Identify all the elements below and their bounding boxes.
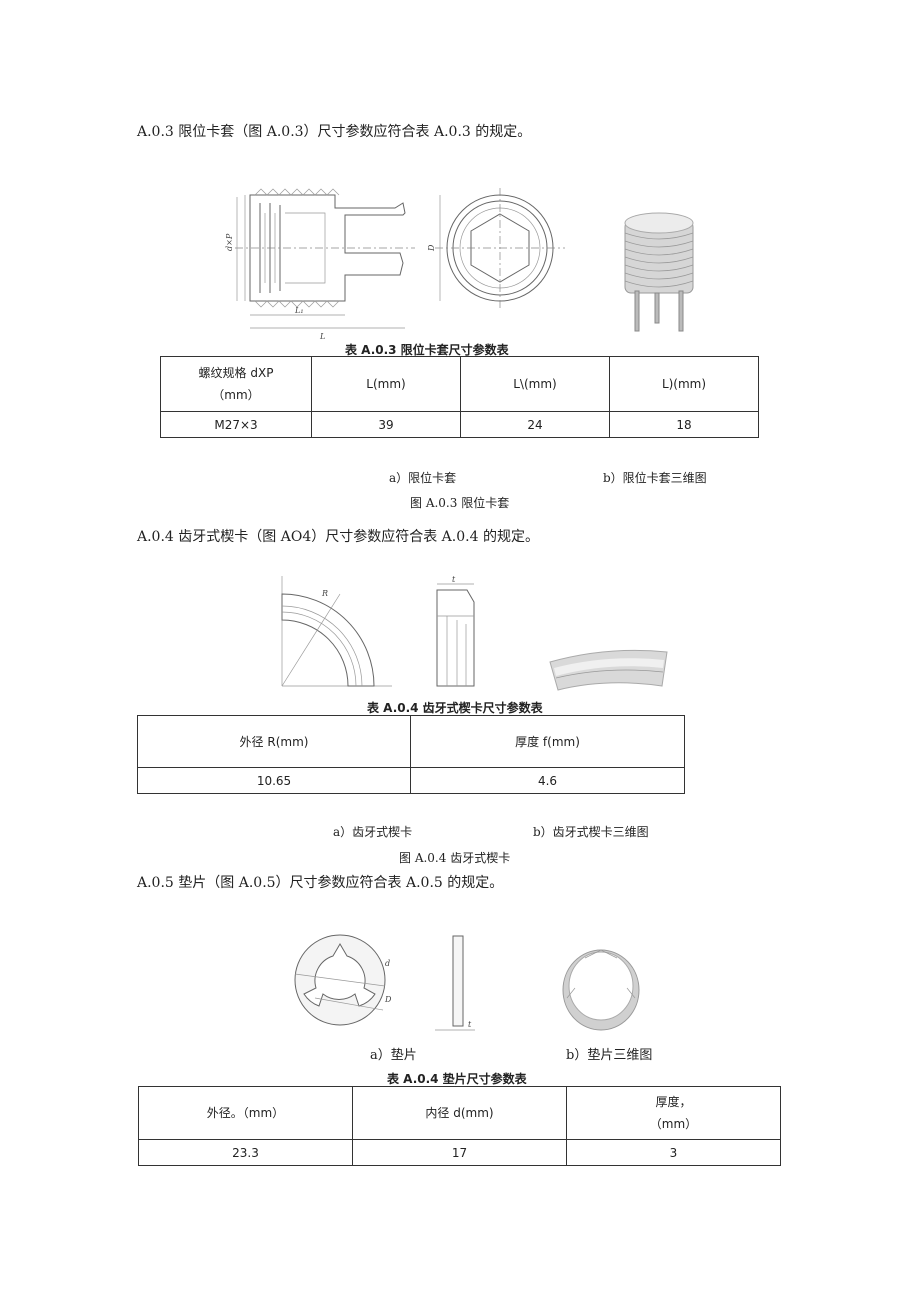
- figure-a04-caption: 图 A.0.4 齿牙式楔卡: [399, 851, 511, 865]
- t-washer-label: t: [468, 1020, 472, 1029]
- washer-3d-view: [562, 949, 640, 1031]
- header-l1: L\(mm): [460, 356, 610, 412]
- header-l2: L)(mm): [609, 356, 759, 412]
- limit-sleeve-3d-view: [624, 212, 694, 332]
- table-a05-caption: 表 A.0.4 垫片尺寸参数表: [387, 1072, 527, 1086]
- d-small-label: d: [385, 959, 390, 968]
- cell-inner-diameter: 17: [352, 1139, 567, 1166]
- subcaption-a05-a: a）垫片: [370, 1048, 417, 1063]
- wedge-clip-3d-view: [549, 649, 668, 691]
- header-thickness: 厚度 f(mm): [410, 715, 685, 768]
- wedge-clip-side-view: t: [436, 576, 475, 687]
- washer-figure: d D t: [294, 934, 640, 1031]
- section-a04-intro: A.0.4 齿牙式楔卡（图 AO4）尺寸参数应符合表 A.0.4 的规定。: [137, 529, 539, 545]
- cell-outer-radius: 10.65: [137, 767, 411, 794]
- cell-l1: 24: [460, 411, 610, 438]
- cell-outer-diameter: 23.3: [138, 1139, 353, 1166]
- section-a03-intro: A.0.3 限位卡套（图 A.0.3）尺寸参数应符合表 A.0.3 的规定。: [137, 124, 532, 140]
- table-row: 23.3 17 3: [138, 1139, 781, 1166]
- t-label: t: [452, 576, 456, 584]
- table-header-row: 螺纹规格 dXP（mm） L(mm) L\(mm) L)(mm): [160, 356, 759, 412]
- table-header-row: 外径 R(mm) 厚度 f(mm): [137, 715, 685, 768]
- table-row: 10.65 4.6: [137, 767, 685, 794]
- limit-sleeve-section-drawing: d×P L₁ L: [225, 188, 415, 341]
- dxp-label: d×P: [225, 233, 234, 251]
- wedge-clip-figure: R t: [281, 576, 668, 691]
- header-thread-spec: 螺纹规格 dXP（mm）: [160, 356, 312, 412]
- subcaption-a03-a: a）限位卡套: [389, 471, 457, 485]
- section-a05-intro: A.0.5 垫片（图 A.0.5）尺寸参数应符合表 A.0.5 的规定。: [137, 875, 504, 891]
- table-header-row: 外径。（mm） 内径 d(mm) 厚度，（mm）: [138, 1086, 781, 1140]
- limit-sleeve-figure: d×P L₁ L D: [225, 188, 694, 341]
- header-outer-radius: 外径 R(mm): [137, 715, 411, 768]
- cell-l: 39: [311, 411, 461, 438]
- cell-thread-spec: M27×3: [160, 411, 312, 438]
- subcaption-a04-b: b）齿牙式楔卡三维图: [533, 825, 649, 839]
- table-row: M27×3 39 24 18: [160, 411, 759, 438]
- washer-side-view: t: [435, 935, 475, 1031]
- wedge-clip-arc-drawing: R: [281, 576, 392, 687]
- l-label: L: [319, 332, 325, 341]
- cell-thickness: 3: [566, 1139, 781, 1166]
- table-a04: 外径 R(mm) 厚度 f(mm) 10.65 4.6: [137, 715, 685, 794]
- l1-label: L₁: [294, 306, 304, 315]
- subcaption-a05-b: b）垫片三维图: [566, 1048, 653, 1063]
- table-a03: 螺纹规格 dXP（mm） L(mm) L\(mm) L)(mm) M27×3 3…: [160, 356, 759, 438]
- figure-a03-caption: 图 A.0.3 限位卡套: [410, 496, 510, 510]
- subcaption-a04-a: a）齿牙式楔卡: [333, 825, 413, 839]
- header-l: L(mm): [311, 356, 461, 412]
- washer-front-view: d D: [294, 934, 392, 1026]
- header-thickness: 厚度，（mm）: [566, 1086, 781, 1140]
- cell-l2: 18: [609, 411, 759, 438]
- d-large-label: D: [384, 995, 392, 1004]
- table-a05: 外径。（mm） 内径 d(mm) 厚度，（mm） 23.3 17 3: [138, 1086, 781, 1166]
- header-inner-diameter: 内径 d(mm): [352, 1086, 567, 1140]
- subcaption-a03-b: b）限位卡套三维图: [603, 471, 707, 485]
- header-outer-diameter: 外径。（mm）: [138, 1086, 353, 1140]
- table-a03-caption: 表 A.0.3 限位卡套尺寸参数表: [345, 343, 509, 357]
- d-label: D: [427, 244, 436, 252]
- limit-sleeve-end-view: D: [427, 188, 565, 308]
- cell-thickness: 4.6: [410, 767, 685, 794]
- r-label: R: [321, 589, 328, 598]
- table-a04-caption: 表 A.0.4 齿牙式楔卡尺寸参数表: [367, 701, 543, 715]
